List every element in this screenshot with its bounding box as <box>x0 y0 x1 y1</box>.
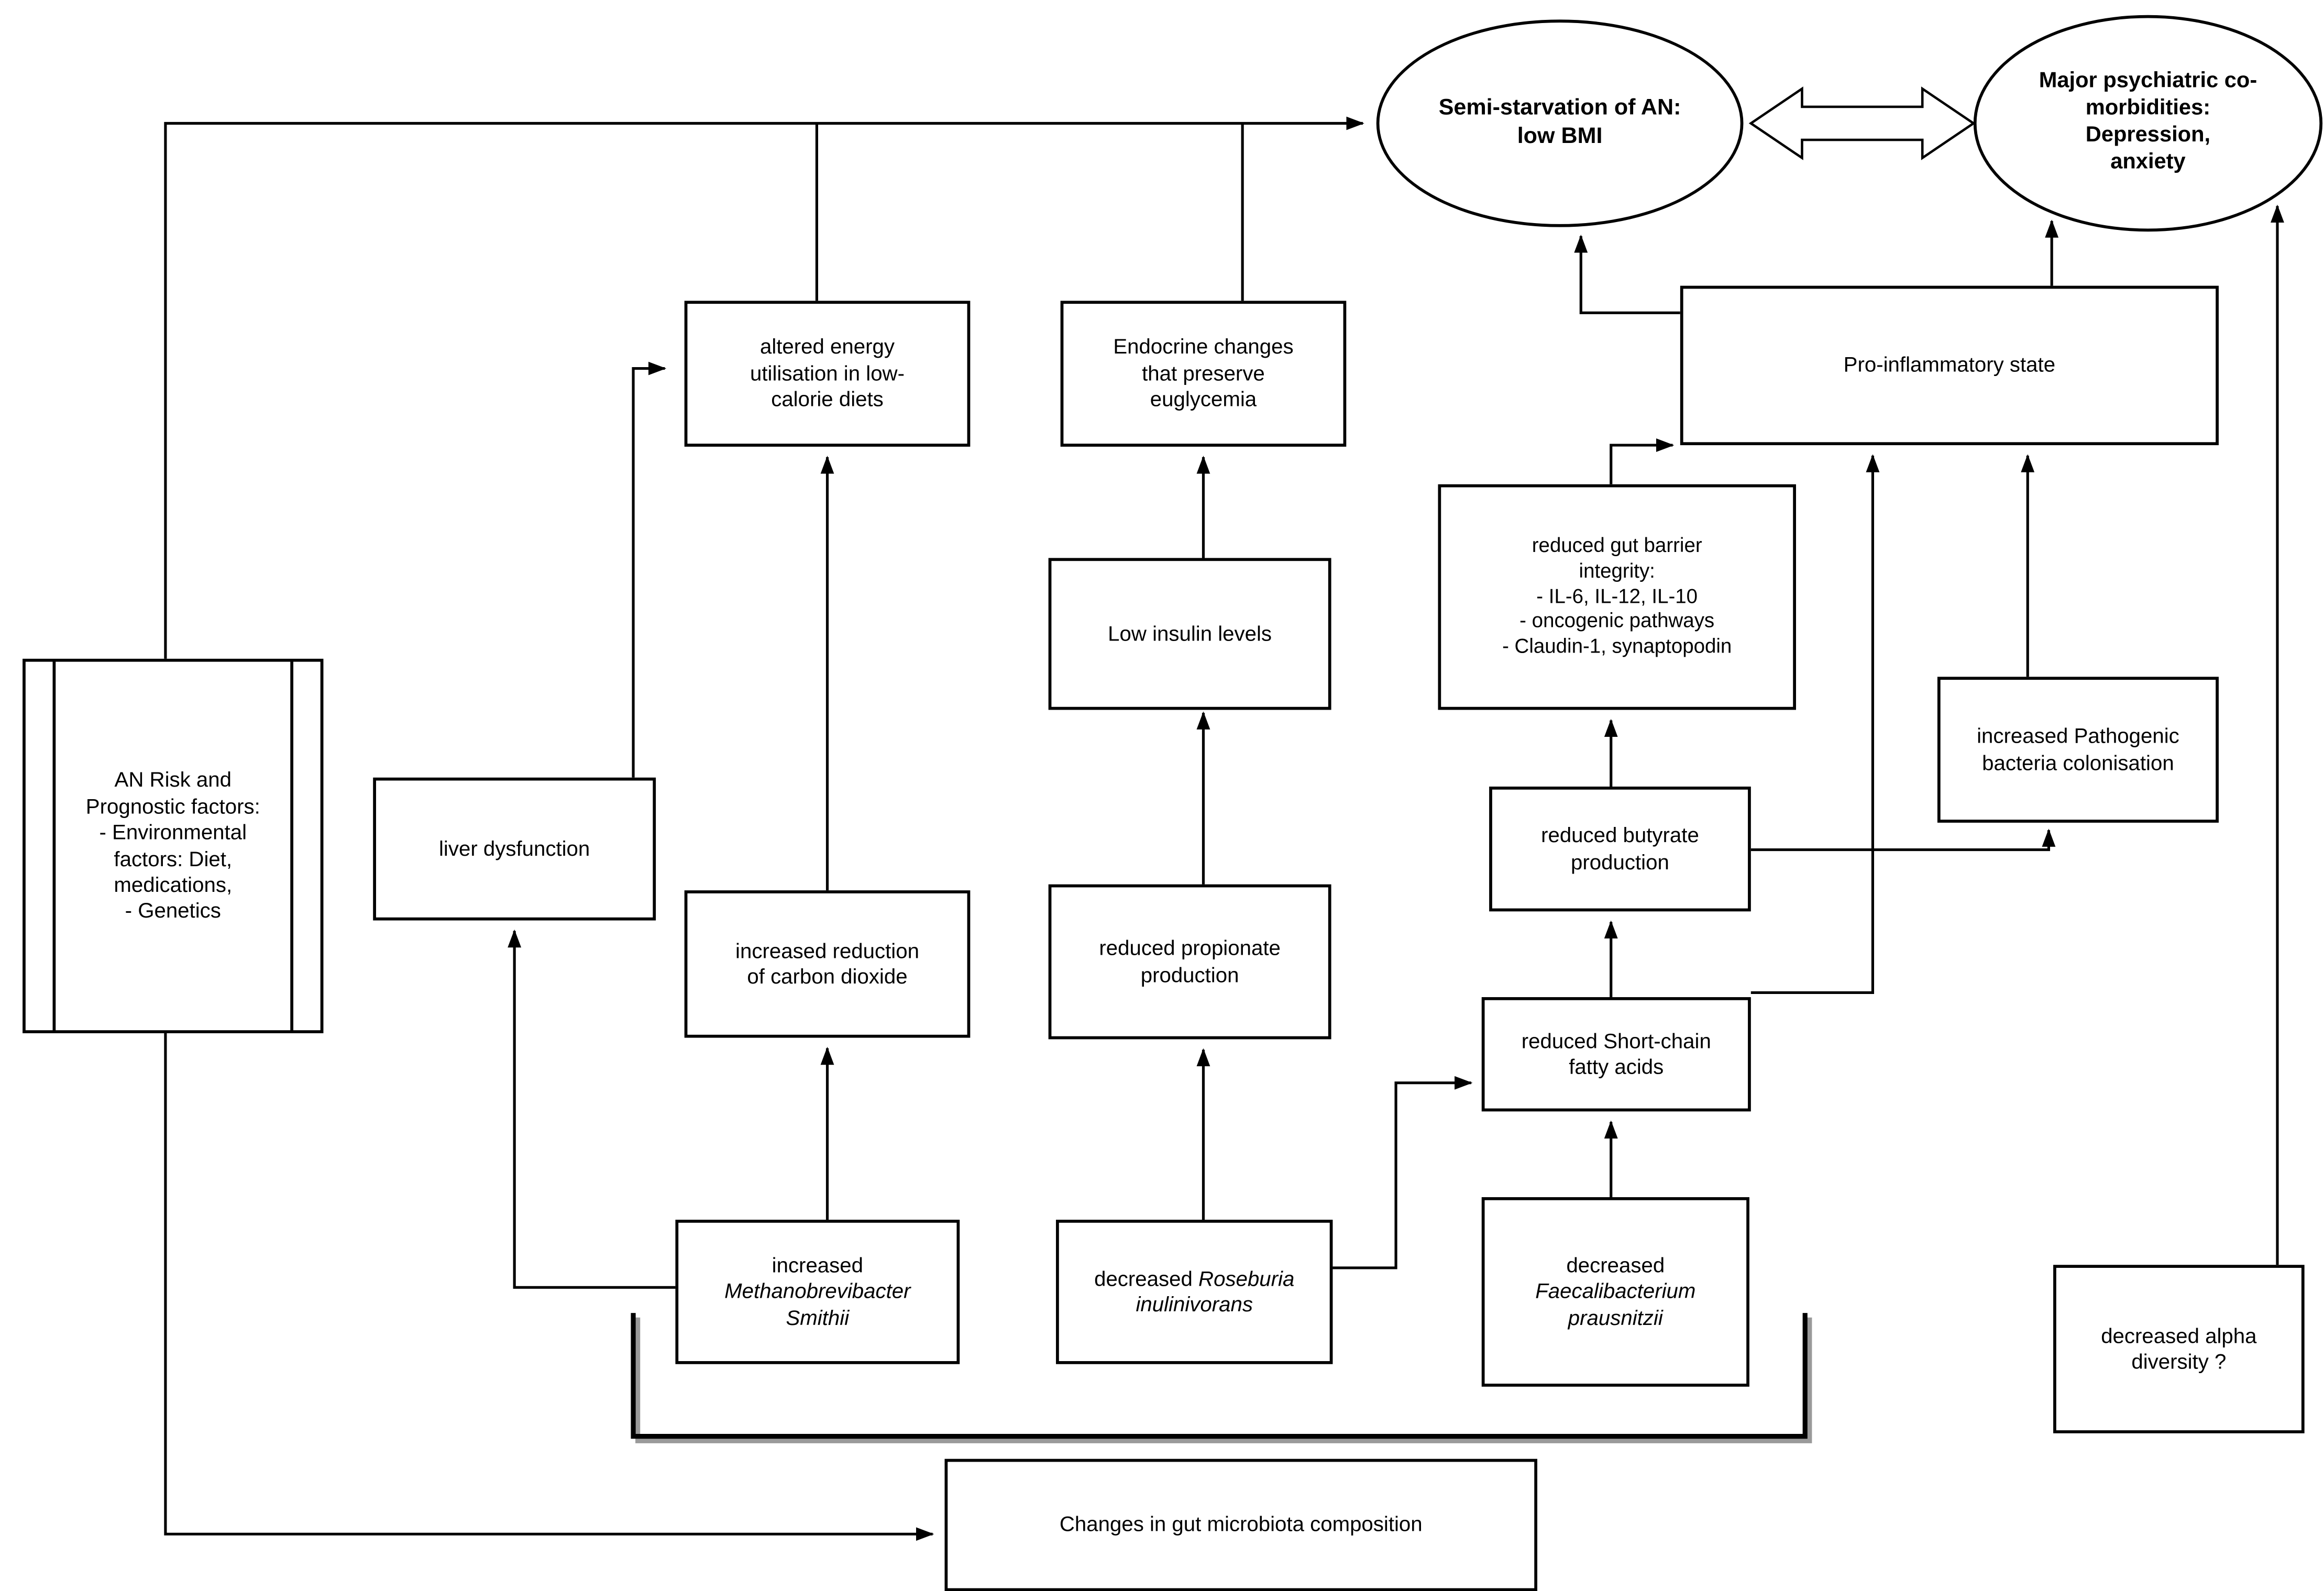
pathogenic-label: increased Pathogenic bacteria colonisati… <box>1977 723 2179 774</box>
edge-anrisk-to-semistarvation <box>164 116 1364 659</box>
roseburia-label: decreased Roseburia inulinivorans <box>1059 1263 1330 1321</box>
changes-microbiota-label: Changes in gut microbiota composition <box>1059 1512 1423 1537</box>
node-endocrine-changes: Endocrine changes that preserve euglycem… <box>1060 301 1347 447</box>
altered-energy-label: altered energy utilisation in low- calor… <box>750 334 905 411</box>
node-gut-barrier: reduced gut barrier integrity: - IL-6, I… <box>1438 484 1796 710</box>
node-reduced-scfa: reduced Short-chain fatty acids <box>1481 997 1751 1112</box>
pro-inflammatory-label: Pro-inflammatory state <box>1843 352 2056 377</box>
edge-butyrate-to-pathogenic <box>1750 828 2056 852</box>
edge-scfa-to-proinflammatory <box>1750 454 1880 994</box>
faecalibacterium-species: Faecalibacterium prausnitzii <box>1535 1278 1696 1329</box>
predefined-process-bar-right <box>290 660 294 1032</box>
roseburia-prefix: decreased <box>1094 1266 1199 1290</box>
propionate-label: reduced propionate production <box>1099 935 1281 986</box>
node-an-risk-factors: AN Risk and Prognostic factors: - Enviro… <box>23 658 324 1033</box>
bacteria-bracket <box>631 1313 1812 1443</box>
node-psychiatric-comorbidities: Major psychiatric co- morbidities: Depre… <box>1973 15 2323 232</box>
node-reduced-butyrate: reduced butyrate production <box>1489 786 1751 912</box>
node-alpha-diversity: decreased alpha diversity ? <box>2053 1265 2305 1433</box>
node-semi-starvation: Semi-starvation of AN: low BMI <box>1376 19 1744 227</box>
node-changes-microbiota: Changes in gut microbiota composition <box>944 1459 1538 1591</box>
edge-roseburia-to-scfa <box>1332 1076 1473 1269</box>
node-low-insulin: Low insulin levels <box>1048 558 1331 710</box>
edge-anrisk-to-changes <box>164 1033 934 1541</box>
faecalibacterium-prefix: decreased <box>1566 1253 1665 1277</box>
edge-liver-to-altered-energy <box>632 361 667 778</box>
edge-gutbarrier-to-proinflammatory <box>1610 438 1675 484</box>
alpha-diversity-label: decreased alpha diversity ? <box>2101 1323 2257 1373</box>
predefined-process-bar-left <box>52 660 56 1032</box>
methanobrevibacter-prefix: increased <box>772 1253 863 1277</box>
edge-methano-to-liver <box>508 929 676 1289</box>
liver-dysfunction-label: liver dysfunction <box>438 836 590 860</box>
co2-label: increased reduction of carbon dioxide <box>735 937 919 988</box>
endocrine-label: Endocrine changes that preserve euglycem… <box>1113 334 1294 411</box>
node-roseburia: decreased Roseburia inulinivorans <box>1056 1220 1333 1364</box>
semi-starvation-label: Semi-starvation of AN: low BMI <box>1438 95 1681 149</box>
methanobrevibacter-species: Methanobrevibacter Smithii <box>724 1278 911 1329</box>
an-risk-label: AN Risk and Prognostic factors: - Enviro… <box>85 767 260 923</box>
double-arrow-icon <box>1748 86 1976 160</box>
node-pathogenic-bacteria: increased Pathogenic bacteria colonisati… <box>1937 677 2219 823</box>
node-co2-reduction: increased reduction of carbon dioxide <box>684 890 971 1038</box>
gut-barrier-label: reduced gut barrier integrity: - IL-6, I… <box>1502 534 1732 657</box>
node-pro-inflammatory: Pro-inflammatory state <box>1680 285 2219 446</box>
scfa-label: reduced Short-chain fatty acids <box>1521 1028 1711 1079</box>
low-insulin-label: Low insulin levels <box>1108 621 1272 645</box>
node-reduced-propionate: reduced propionate production <box>1048 884 1331 1040</box>
psychiatric-label: Major psychiatric co- morbidities: Depre… <box>2039 69 2257 175</box>
roseburia-species: Roseburia inulinivorans <box>1136 1266 1295 1316</box>
node-altered-energy: altered energy utilisation in low- calor… <box>684 301 971 447</box>
butyrate-label: reduced butyrate production <box>1541 823 1699 874</box>
node-liver-dysfunction: liver dysfunction <box>373 777 656 921</box>
edge-proinflammatory-to-semistarvation <box>1574 235 1680 314</box>
